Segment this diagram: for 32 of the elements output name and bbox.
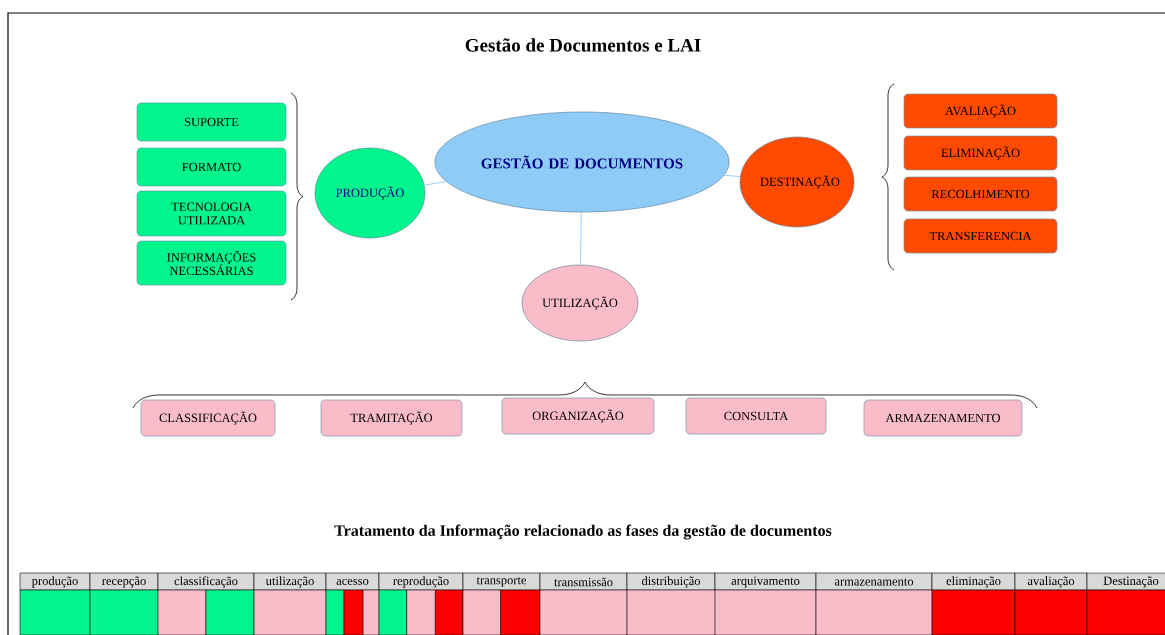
header-cell: transmissão — [539, 572, 628, 591]
item-box: RECOLHIMENTO — [903, 176, 1058, 212]
header-cell: arquivamento — [714, 572, 817, 591]
item-box: SUPORTE — [136, 102, 287, 142]
item-box: ARMAZENAMENTO — [863, 399, 1023, 437]
item-box: TRAMITAÇÃO — [320, 399, 463, 437]
item-box: CLASSIFICAÇÃO — [140, 399, 276, 437]
connector-line — [580, 211, 582, 266]
section-heading: Tratamento da Informação relacionado as fases da gestão de documentos — [334, 524, 832, 540]
header-cell: transporte — [462, 572, 541, 591]
header-cell: recepção — [89, 572, 159, 591]
header-cell: classificação — [157, 572, 255, 591]
connector-line — [723, 174, 741, 178]
item-box: ELIMINAÇÃO — [903, 135, 1058, 171]
item-box: INFORMAÇÕES NECESSÁRIAS — [136, 240, 287, 286]
header-cell: Destinação — [1086, 572, 1165, 591]
item-box: TECNOLOGIA UTILIZADA — [136, 190, 287, 237]
title: Gestão de Documentos e LAI — [465, 38, 701, 52]
header-cell: distribuição — [626, 572, 716, 591]
connector-line — [424, 181, 447, 186]
header-cell: eliminação — [931, 572, 1016, 591]
header-cell: utilização — [253, 572, 327, 591]
item-box: TRANSFERENCIA — [903, 218, 1058, 254]
item-box: ORGANIZAÇÃO — [501, 397, 655, 435]
header-cell: armazenamento — [815, 572, 933, 591]
item-box: AVALIAÇÃO — [903, 93, 1058, 129]
header-cell: acesso — [325, 572, 380, 591]
header-cell: avaliação — [1014, 572, 1088, 591]
header-cell: reprodução — [378, 572, 464, 591]
item-box: CONSULTA — [685, 397, 827, 435]
header-cell: produção — [19, 572, 91, 591]
item-box: FORMATO — [136, 147, 287, 187]
